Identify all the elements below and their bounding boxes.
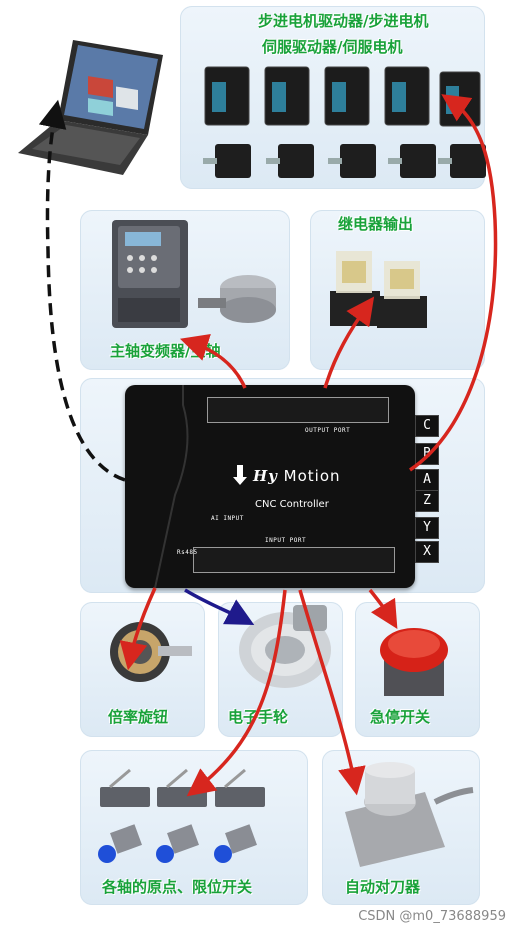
stepper-title-line2: 伺服驱动器/伺服电机 [262,38,403,56]
arrow-to-limits [186,589,287,797]
stepper-motors-image [203,144,486,178]
ai-input-label: AI INPUT [211,515,244,522]
toolsetter-title: 自动对刀器 [345,878,421,896]
logo-text: Motion [283,467,341,485]
arrow-to-spindle [180,334,247,389]
handwheel-title: 电子手轮 [228,708,289,726]
vfd-image [112,220,188,328]
limit-switches-image [98,768,265,863]
stepper-drivers-image [204,66,481,127]
logo-icon [233,465,247,485]
arrow-to-relay [323,296,375,389]
output-terminal [207,397,389,423]
arrow-to-toolsetter [298,589,366,796]
emergency-stop-image [380,628,448,696]
logo-mark: Hy [253,467,278,485]
arrow-to-pc [38,99,126,482]
controller-side-strip [154,385,189,588]
axis-label-x: X [415,541,439,563]
spindle-motor-image [198,275,276,323]
axis-label-y: Y [415,517,439,539]
estop-title: 急停开关 [370,708,431,726]
brand-logo: Hy Motion [253,467,341,485]
axis-label-z: Z [415,490,439,512]
knob-title: 倍率旋钮 [108,708,169,726]
stepper-title-line1: 步进电机驱动器/步进电机 [258,12,429,30]
watermark: CSDN @m0_73688959 [358,909,506,924]
limits-title: 各轴的原点、限位开关 [102,878,253,896]
arrow-to-handwheel [184,588,255,625]
laptop-image [18,40,163,175]
arrow-to-servo [409,94,498,472]
arrow-to-knob [119,587,157,671]
input-port-label: INPUT PORT [265,537,307,544]
axis-label-c: C [415,415,439,437]
output-port-label: OUTPUT PORT [305,427,351,434]
rs485-label: Rs485 [177,549,198,556]
cnc-controller: OUTPUT PORT Hy Motion CNC Controller AI … [125,385,439,588]
arrow-to-estop [368,588,398,630]
relay-title: 继电器输出 [338,215,414,233]
tool-setter-image [345,762,474,867]
input-terminal [193,547,395,573]
handwheel-image [239,605,331,688]
controller-subtitle: CNC Controller [255,499,329,510]
